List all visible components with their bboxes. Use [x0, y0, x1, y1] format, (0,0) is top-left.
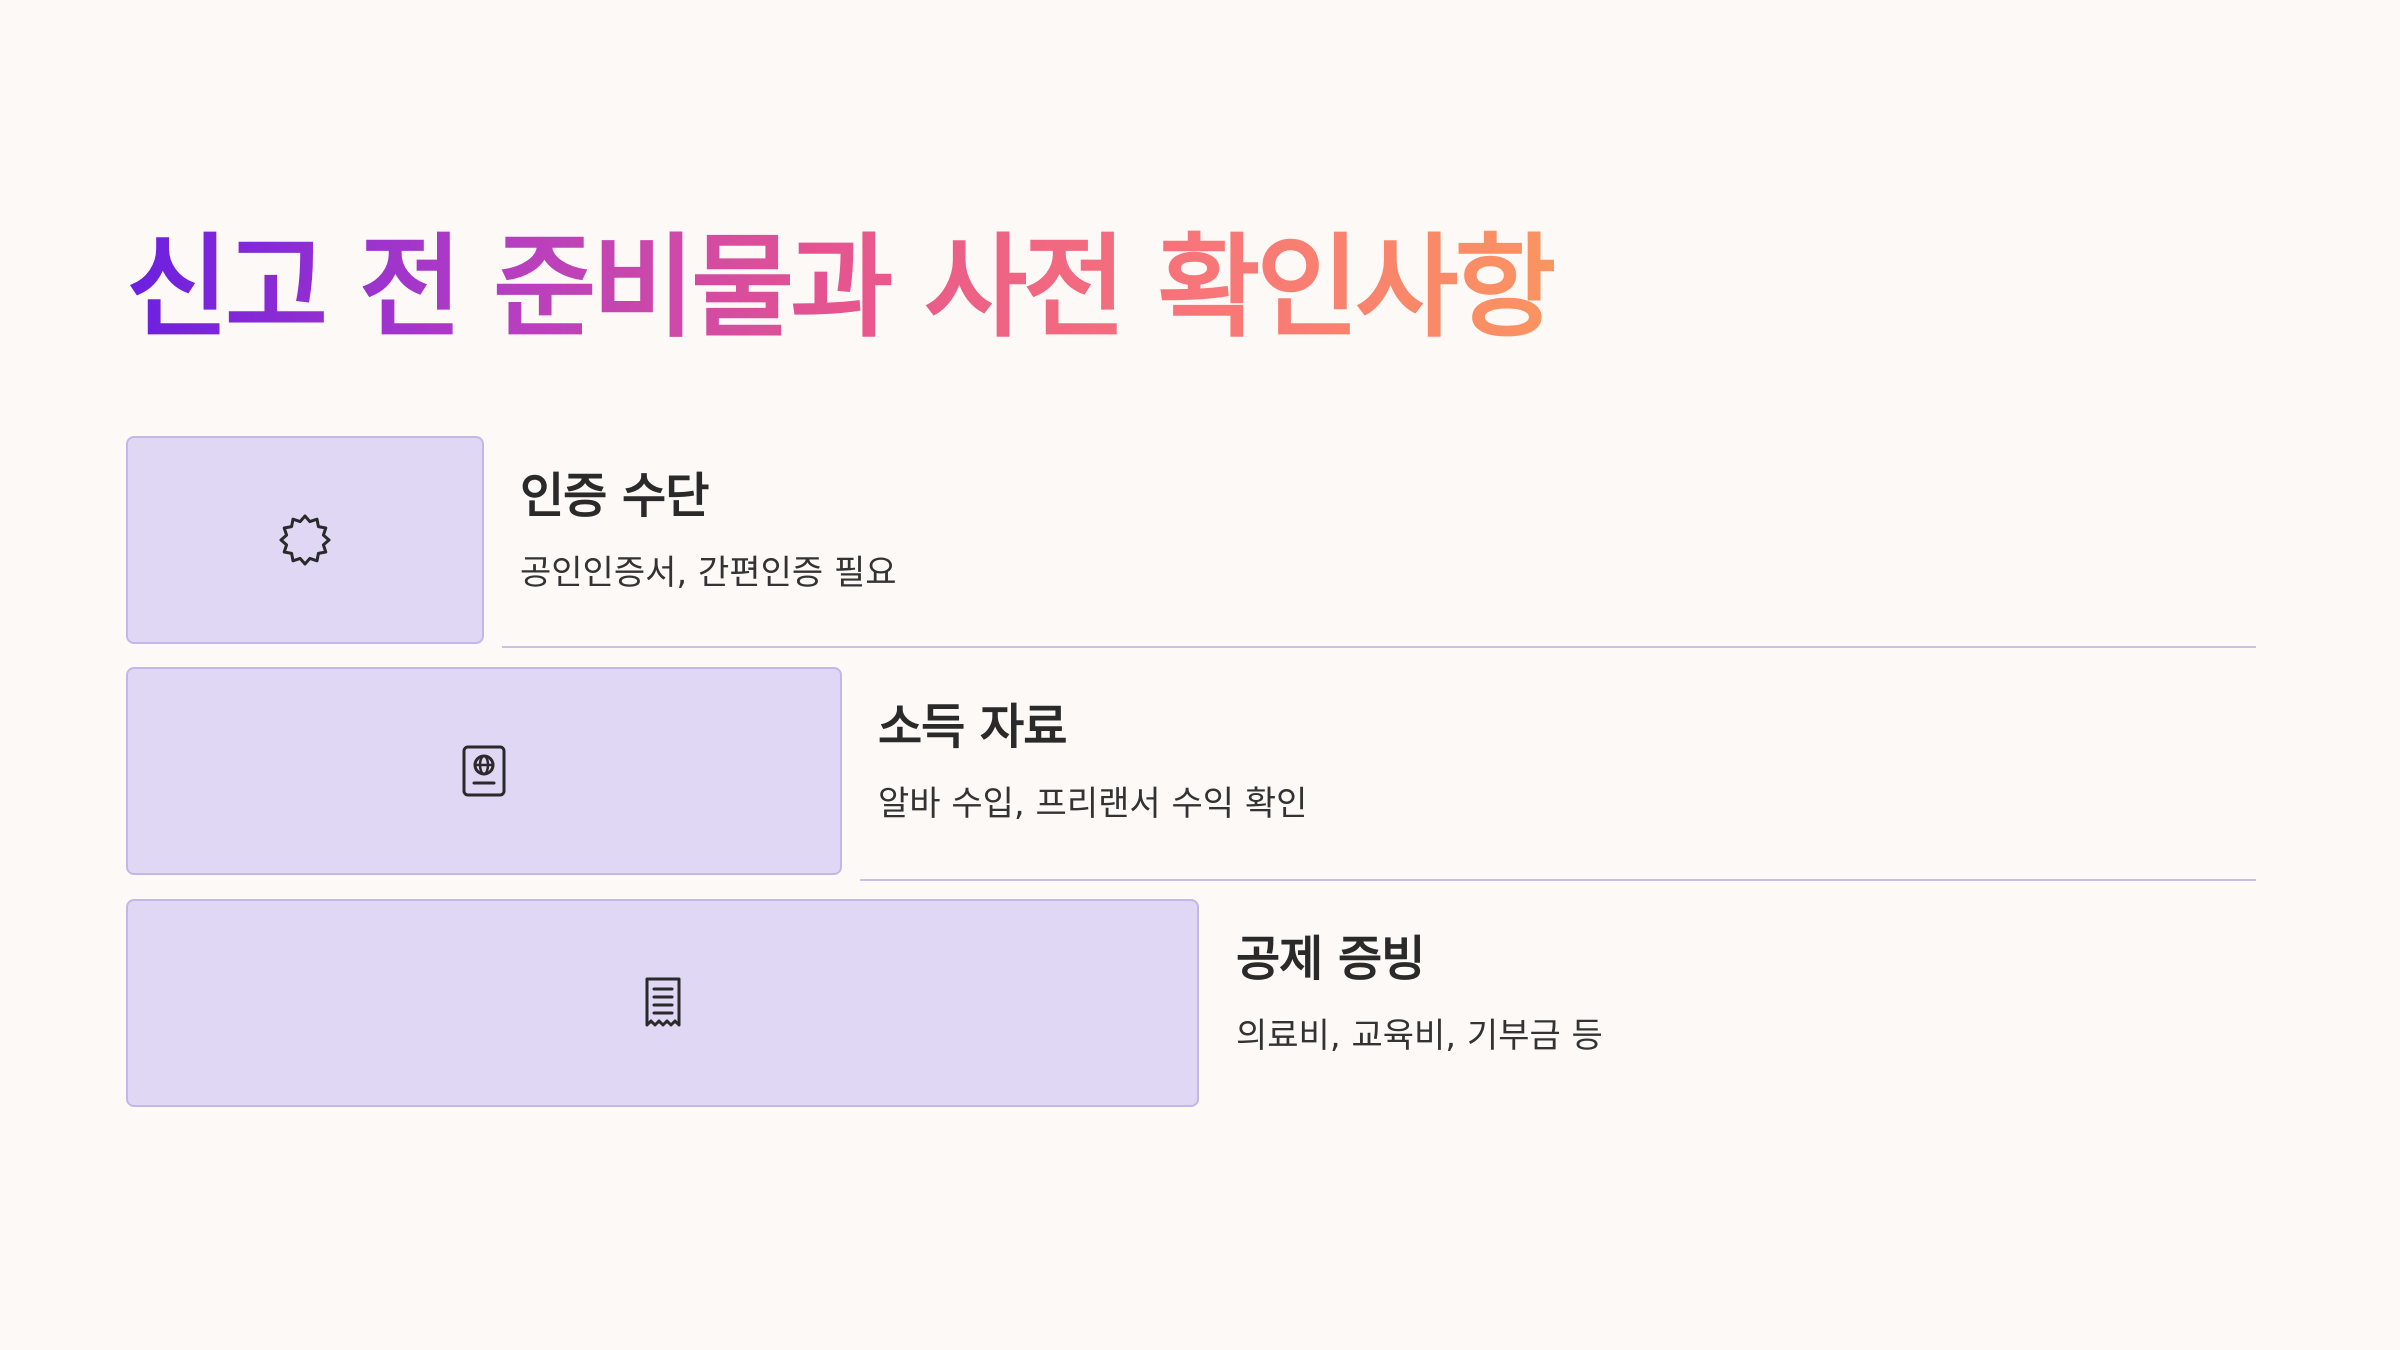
checklist-item: 인증 수단 공인인증서, 간편인증 필요 [126, 436, 2256, 648]
item-description: 알바 수입, 프리랜서 수익 확인 [878, 784, 1308, 824]
item-text: 인증 수단 공인인증서, 간편인증 필요 [520, 464, 897, 596]
item-title: 공제 증빙 [1236, 931, 1425, 987]
receipt-icon [641, 975, 685, 1031]
item-text: 소득 자료 알바 수입, 프리랜서 수익 확인 [878, 695, 1307, 827]
checklist-item: 공제 증빙 의료비, 교육비, 기부금 등 [126, 899, 2256, 1111]
item-title: 소득 자료 [878, 699, 1067, 755]
item-text: 공제 증빙 의료비, 교육비, 기부금 등 [1236, 927, 1603, 1059]
item-title: 인증 수단 [520, 468, 709, 524]
passport-icon [460, 743, 508, 799]
item-description: 공인인증서, 간편인증 필요 [520, 553, 897, 593]
divider [860, 879, 2256, 881]
badge-icon [277, 512, 333, 568]
page-title: 신고 전 준비물과 사전 확인사항 [126, 218, 1557, 358]
divider [502, 646, 2256, 648]
item-description: 의료비, 교육비, 기부금 등 [1236, 1016, 1603, 1056]
icon-box [126, 436, 484, 644]
icon-box [126, 667, 842, 875]
checklist-item: 소득 자료 알바 수입, 프리랜서 수익 확인 [126, 667, 2256, 881]
icon-box [126, 899, 1199, 1107]
